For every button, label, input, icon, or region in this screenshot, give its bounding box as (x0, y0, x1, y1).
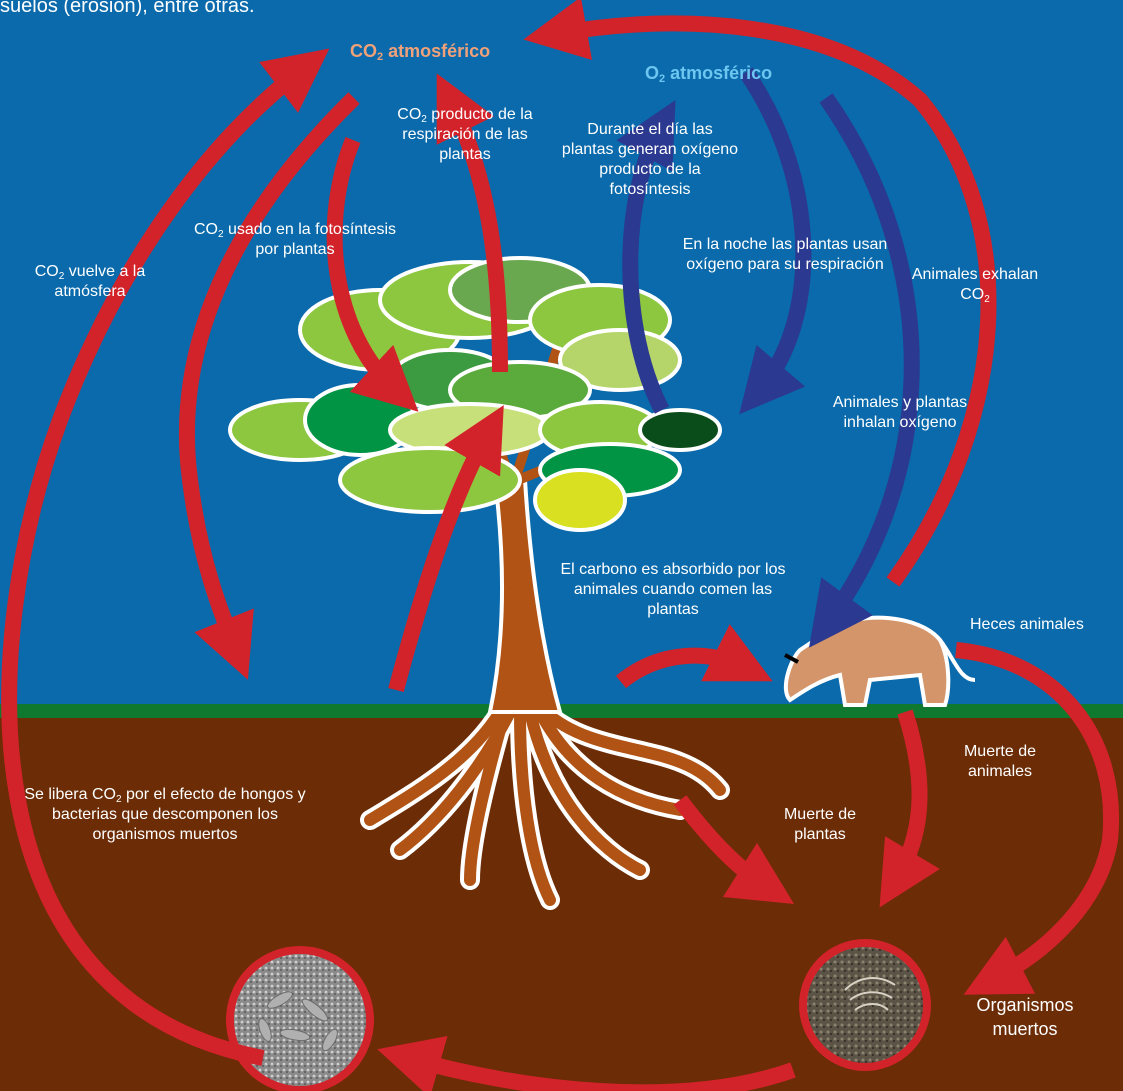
o2-title-text: atmosférico (665, 63, 772, 83)
label-decomposition: Se libera CO2 por el efecto de hongos y … (20, 785, 310, 845)
intro-text-fragment: suelos (erosión), entre otras. (0, 0, 255, 18)
label-animals-plants-inhale: Animales y plantas inhalan oxígeno (830, 393, 970, 433)
label-animal-feces: Heces animales (970, 615, 1120, 635)
label-prefix: Se libera CO (24, 786, 116, 803)
label-plant-death: Muerte de plantas (770, 805, 870, 845)
label-text: vuelve a la atmósfera (54, 263, 145, 300)
o2-atmospheric-title: O2 atmosférico (645, 62, 772, 84)
co2-formula: CO (350, 41, 377, 61)
co2-atmospheric-title: CO2 atmosférico (350, 40, 490, 62)
label-co2-photosynthesis: CO2 usado en la fotosíntesis por plantas (185, 220, 405, 260)
label-text: Animales exhalan CO (912, 266, 1038, 303)
label-night-respiration: En la noche las plantas usan oxígeno par… (670, 235, 900, 275)
label-text: usado en la fotosíntesis por plantas (224, 221, 397, 258)
bacteria-photo (230, 950, 370, 1090)
label-co2-plant-respiration: CO2 producto de la respiración de las pl… (385, 105, 545, 165)
label-formula: CO (397, 106, 421, 123)
label-co2-returns-atmosphere: CO2 vuelve a la atmósfera (10, 262, 170, 302)
label-daytime-oxygen: Durante el día las plantas generan oxíge… (560, 120, 740, 200)
label-animal-death: Muerte de animales (945, 742, 1055, 782)
label-formula: CO (194, 221, 218, 238)
o2-formula: O (645, 63, 659, 83)
label-dead-organisms: Organismos muertos (965, 993, 1085, 1041)
label-formula: CO (35, 263, 59, 280)
label-animals-exhale: Animales exhalan CO2 (905, 265, 1045, 305)
co2-title-text: atmosférico (383, 41, 490, 61)
label-subscript: 2 (984, 294, 990, 305)
label-carbon-absorbed: El carbono es absorbido por los animales… (548, 560, 798, 620)
